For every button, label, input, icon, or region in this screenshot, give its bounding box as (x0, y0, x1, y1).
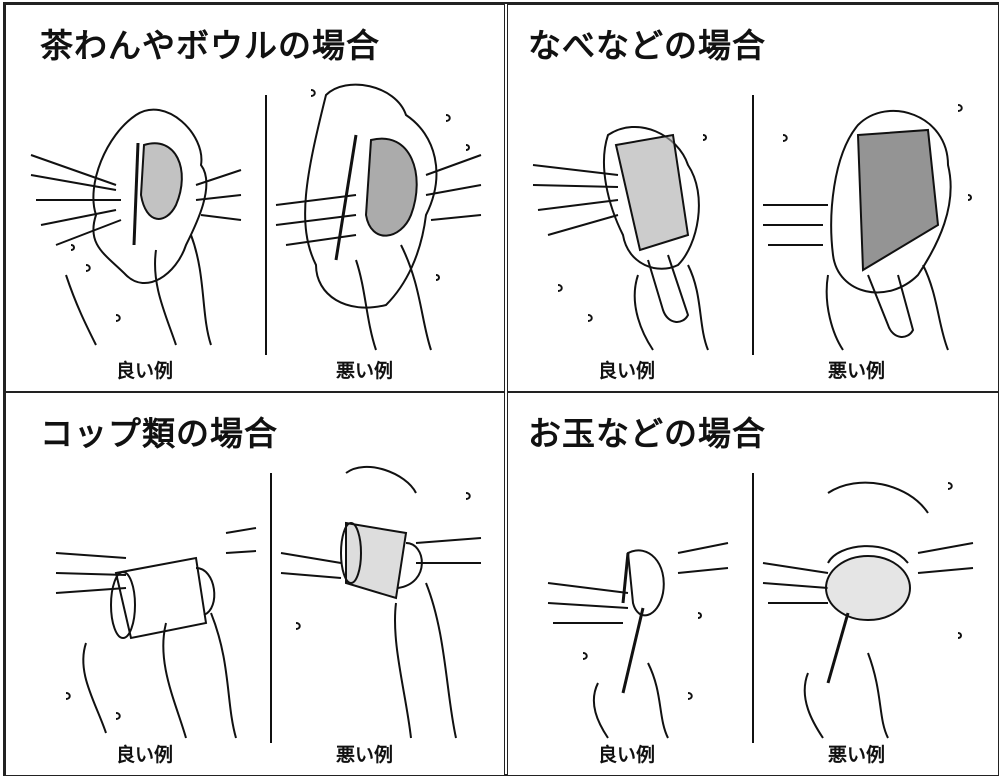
bad-example-drawing (275, 83, 482, 351)
panel-title: 茶わんやボウルの場合 (40, 26, 380, 65)
panel-title: お玉などの場合 (528, 414, 766, 453)
pot-illustration (532, 95, 972, 355)
good-example-label: 良い例 (598, 360, 656, 382)
good-example-label: 良い例 (116, 360, 174, 382)
good-example-label: 良い例 (116, 744, 174, 766)
cup-illustration (55, 465, 482, 743)
bowl-illustration (30, 83, 482, 355)
good-example-drawing (30, 108, 242, 346)
bad-example-drawing (280, 465, 482, 739)
panel-bowl: 茶わんやボウルの場合 良い例 悪い例 (5, 4, 505, 392)
panel-cup: コップ類の場合 良い例 悪い例 (5, 392, 505, 776)
bad-example-drawing (763, 104, 972, 351)
good-example-drawing (547, 542, 729, 739)
panel-ladle: お玉などの場合 良い例 悪い例 (507, 392, 999, 776)
bad-example-label: 悪い例 (336, 744, 394, 766)
ladle-illustration (547, 473, 974, 743)
good-example-drawing (55, 527, 257, 739)
panel-pot: なべなどの場合 良い例 悪い例 (507, 4, 999, 392)
panel-title: なべなどの場合 (528, 26, 766, 65)
bad-example-label: 悪い例 (336, 360, 394, 382)
bad-example-label: 悪い例 (828, 360, 886, 382)
bad-example-drawing (762, 481, 974, 739)
good-example-label: 良い例 (598, 744, 656, 766)
good-example-drawing (532, 125, 709, 351)
panel-title: コップ類の場合 (40, 414, 278, 453)
bad-example-label: 悪い例 (828, 744, 886, 766)
